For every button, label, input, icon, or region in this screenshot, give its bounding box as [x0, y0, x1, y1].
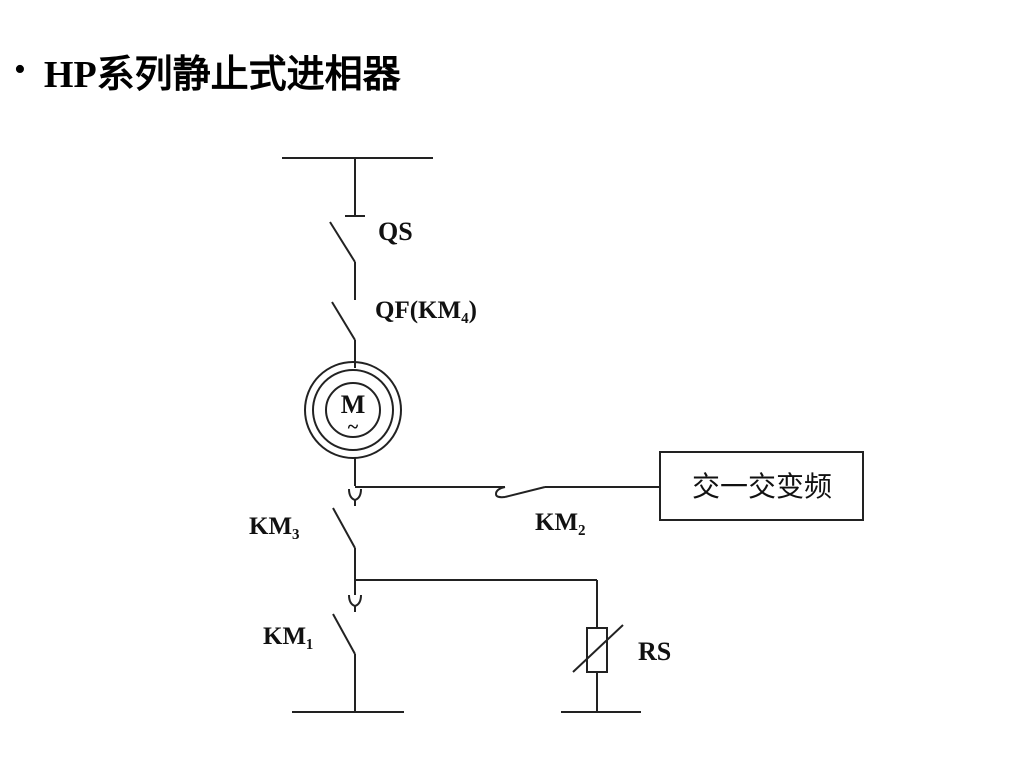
converter-label: 交一交变频	[692, 470, 832, 503]
km3-label: KM₃	[249, 513, 300, 540]
motor-letter: M	[341, 390, 366, 419]
qf-breaker	[331, 301, 356, 368]
rs-variable-resistor	[572, 624, 624, 712]
converter-box	[659, 451, 864, 521]
km1-contact	[332, 606, 356, 712]
bullet-icon: •	[14, 51, 26, 88]
qs-label: QS	[378, 217, 413, 246]
km3-contact	[332, 500, 356, 580]
motor-ac-symbol: ~	[348, 416, 359, 438]
title-text: HP系列静止式进相器	[43, 53, 401, 96]
km1-label: KM₁	[263, 623, 314, 650]
motor-node	[348, 488, 362, 502]
qf-label: QF(KM₄)	[375, 297, 477, 324]
slide-title: • HP系列静止式进相器	[14, 38, 401, 102]
motor-symbol: M ~	[304, 361, 402, 459]
rs-label: RS	[638, 637, 671, 666]
qs-switch	[329, 215, 365, 300]
km2-contact	[494, 486, 660, 499]
km1-node	[348, 594, 362, 608]
km2-label: KM₂	[535, 509, 586, 536]
